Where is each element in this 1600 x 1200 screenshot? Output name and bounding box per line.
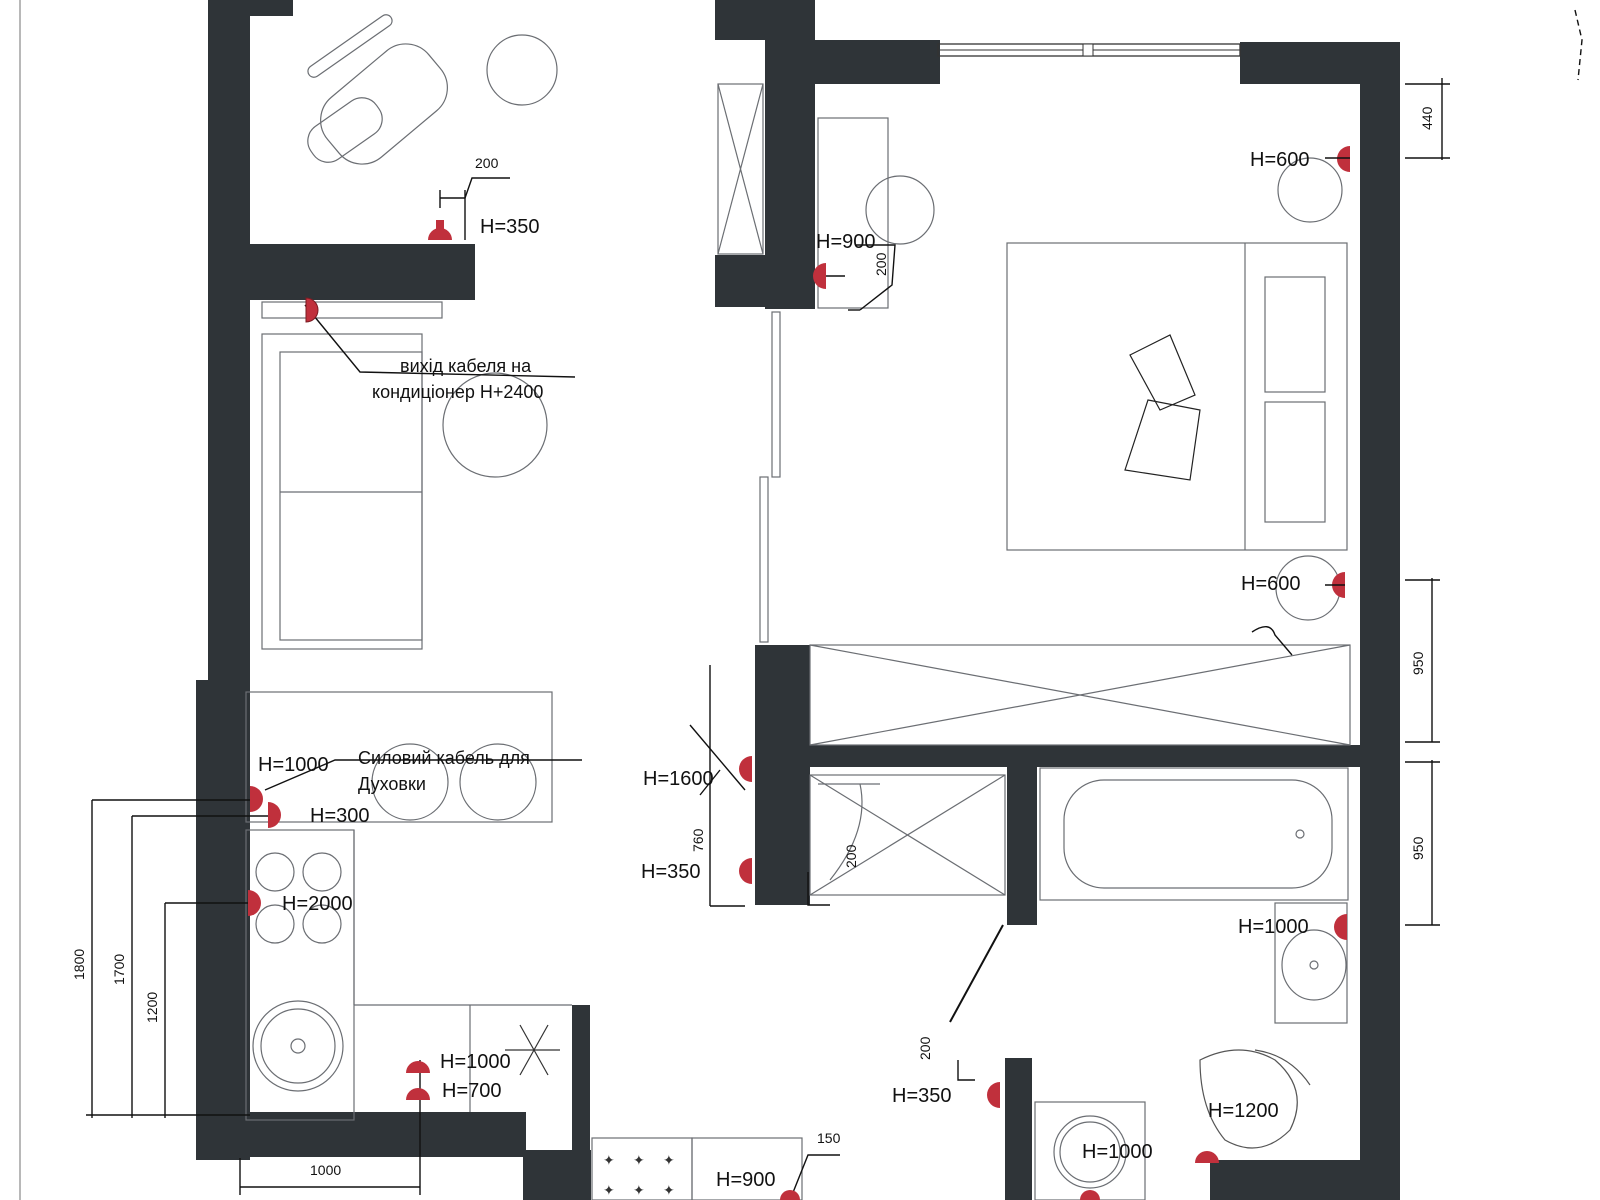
socket-label: H=1600 bbox=[643, 768, 714, 790]
socket-icon bbox=[1334, 914, 1347, 940]
leader-lines bbox=[264, 304, 1293, 791]
toilet-sketch bbox=[1199, 1049, 1298, 1149]
socket-label: H=700 bbox=[442, 1080, 502, 1102]
dimension-labels: 200 440 200 950 950 760 200 1800 1700 12… bbox=[71, 106, 1435, 1178]
dim-label: 1000 bbox=[310, 1162, 341, 1178]
oven-cable-note-2: Духовки bbox=[358, 774, 426, 794]
socket-icon bbox=[268, 802, 281, 828]
balcony-chair bbox=[307, 14, 448, 165]
svg-text:✦: ✦ bbox=[633, 1182, 645, 1198]
socket-icon bbox=[739, 756, 752, 782]
dim-label: 200 bbox=[475, 155, 499, 171]
dim-label: 440 bbox=[1419, 106, 1435, 130]
socket-icon bbox=[305, 297, 319, 323]
bedroom-window bbox=[937, 43, 1241, 57]
socket-label: H=1000 bbox=[1238, 916, 1309, 938]
corridor-wardrobe bbox=[717, 83, 764, 255]
ac-cable-note-1: вихід кабеля на bbox=[400, 356, 532, 376]
svg-text:✦: ✦ bbox=[603, 1182, 615, 1198]
socket-label: H=1200 bbox=[1208, 1100, 1279, 1122]
socket-label: H=2000 bbox=[282, 893, 353, 915]
socket-label: H=1000 bbox=[1082, 1141, 1153, 1163]
socket-label: H=900 bbox=[716, 1169, 776, 1191]
bed bbox=[1006, 242, 1348, 551]
socket-icon bbox=[1195, 1151, 1219, 1163]
dining-table bbox=[245, 691, 553, 823]
dim-label: 950 bbox=[1410, 836, 1426, 860]
socket-label: H=350 bbox=[480, 216, 540, 238]
cooktop bbox=[255, 852, 342, 944]
ceiling-light bbox=[505, 1024, 560, 1076]
dim-label: 760 bbox=[690, 828, 706, 852]
socket-label: H=300 bbox=[310, 805, 370, 827]
socket-icon bbox=[780, 1190, 800, 1200]
socket-label: H=900 bbox=[816, 231, 876, 253]
kitchen-sink bbox=[252, 1000, 344, 1092]
socket-label: H=600 bbox=[1250, 149, 1310, 171]
notes: вихід кабеля на кондиціонер H+2400 Силов… bbox=[358, 356, 543, 794]
svg-text:✦: ✦ bbox=[603, 1152, 615, 1168]
svg-text:✦: ✦ bbox=[633, 1152, 645, 1168]
bedroom-wardrobe bbox=[809, 644, 1351, 746]
socket-icon bbox=[1080, 1190, 1100, 1200]
bedroom-chair bbox=[865, 175, 935, 245]
socket-icon bbox=[250, 786, 263, 812]
dim-label: 1200 bbox=[144, 992, 160, 1023]
socket-label: H=350 bbox=[641, 861, 701, 883]
sliding-partition bbox=[759, 311, 781, 643]
tile-marks: ✦ ✦ ✦ ✦ ✦ ✦ bbox=[603, 1152, 675, 1198]
balcony-table bbox=[486, 34, 558, 106]
kitchen-counter bbox=[245, 829, 355, 1121]
svg-text:✦: ✦ bbox=[663, 1182, 675, 1198]
ac-cable-note-2: кондиціонер H+2400 bbox=[372, 382, 543, 402]
socket-label: H=1000 bbox=[258, 754, 329, 776]
dim-label: 200 bbox=[873, 252, 889, 276]
dim-label: 200 bbox=[843, 844, 859, 868]
socket-icon bbox=[987, 1082, 1000, 1108]
nightstand-top bbox=[1277, 157, 1343, 223]
sheet-corner-mark bbox=[1574, 9, 1583, 81]
socket-icon bbox=[739, 858, 752, 884]
washbasin bbox=[1274, 902, 1348, 1024]
bedroom-desk bbox=[817, 117, 889, 309]
oven-cable-note-1: Силовий кабель для bbox=[358, 748, 530, 768]
dim-label: 950 bbox=[1410, 651, 1426, 675]
socket-icon bbox=[248, 890, 261, 916]
hall-wardrobe bbox=[809, 774, 1006, 896]
sofa bbox=[261, 301, 443, 650]
svg-text:✦: ✦ bbox=[663, 1152, 675, 1168]
dimension-lines bbox=[86, 78, 1450, 1200]
bathtub bbox=[1039, 767, 1349, 901]
dining-chair-1 bbox=[371, 743, 449, 821]
sockets bbox=[248, 146, 1350, 1200]
socket-icon bbox=[406, 1061, 430, 1073]
socket-labels: H=350 H=600 H=900 H=600 H=1000 H=300 H=2… bbox=[258, 149, 1310, 1191]
dim-label: 1700 bbox=[111, 954, 127, 985]
furniture: ✦ ✦ ✦ ✦ ✦ ✦ bbox=[245, 14, 1351, 1200]
socket-icon bbox=[428, 228, 452, 240]
socket-icon bbox=[813, 263, 826, 289]
socket-label: H=1000 bbox=[440, 1051, 511, 1073]
door-arcs bbox=[818, 783, 1004, 1023]
walls bbox=[196, 0, 1400, 1200]
socket-icon bbox=[406, 1088, 430, 1100]
socket-label: H=600 bbox=[1241, 573, 1301, 595]
dim-label: 200 bbox=[917, 1036, 933, 1060]
socket-icon bbox=[1337, 146, 1350, 172]
washing-machine bbox=[1034, 1101, 1146, 1200]
dining-chair-2 bbox=[459, 743, 537, 821]
dim-label: 150 bbox=[817, 1130, 841, 1146]
socket-label: H=350 bbox=[892, 1085, 952, 1107]
coffee-table bbox=[442, 372, 548, 478]
dim-label: 1800 bbox=[71, 949, 87, 980]
